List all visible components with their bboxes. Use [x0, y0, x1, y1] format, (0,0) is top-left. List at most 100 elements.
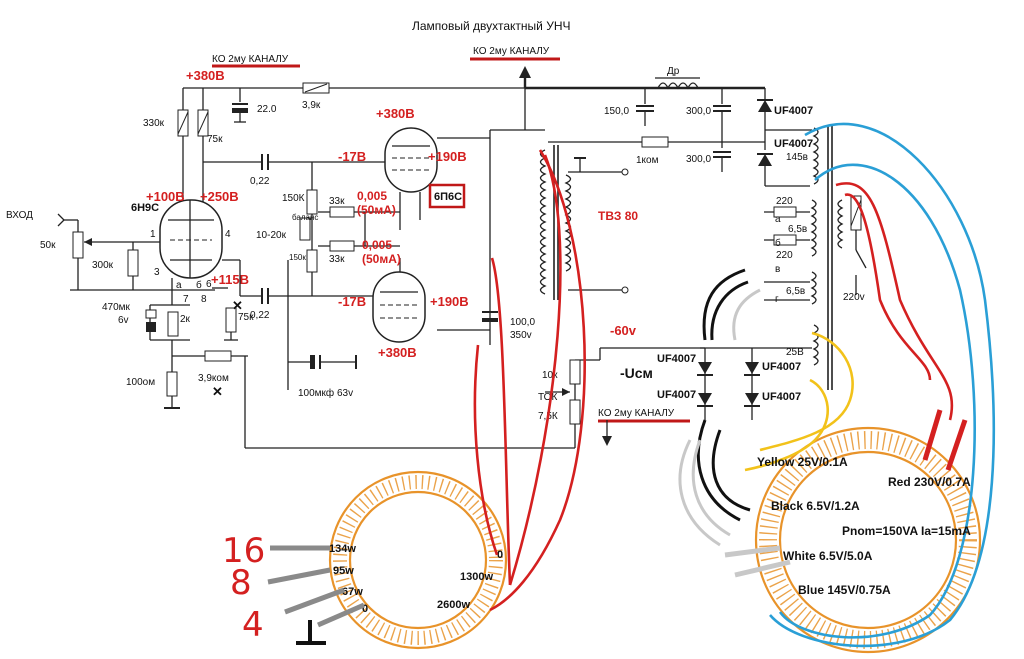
speaker-4-ohm: 4 — [242, 605, 264, 645]
primary-tap-0: 0 — [497, 549, 503, 561]
label-w220a: 220 — [776, 196, 793, 207]
bias-diodes — [600, 347, 760, 420]
heater-windings — [764, 199, 817, 305]
voltage-m17-top: -17В — [338, 149, 366, 164]
label-c22: 22.0 — [257, 104, 277, 115]
tube-6p6s-lower — [372, 258, 426, 343]
label-w65b: 6,5в — [786, 286, 805, 297]
label-pin7: 7 — [183, 294, 189, 305]
cathode-network — [145, 278, 248, 409]
label-usm: -Uсм — [620, 365, 653, 381]
lead-black: Black 6.5V/1.2A — [771, 499, 860, 513]
lead-blue: Blue 145V/0.75A — [798, 583, 891, 597]
label-r150a: 150К — [282, 193, 305, 204]
voltage-b380-top: +380В — [186, 68, 225, 83]
voltage-m60: -60v — [610, 323, 637, 338]
voltage-m17-low: -17В — [338, 294, 366, 309]
label-r300: 300к — [92, 260, 114, 271]
diode-hv-1 — [757, 99, 773, 150]
anode-wires-red — [473, 149, 586, 612]
output-tap-67w: 67w — [342, 586, 363, 598]
output-tap-95w: 95w — [333, 565, 354, 577]
label-r39: 3,9к — [302, 100, 321, 111]
label-r33b: 33к — [329, 254, 345, 265]
output-toroid — [328, 470, 508, 650]
label-r39kom: 3,9ком — [198, 373, 229, 384]
label-pin1: 1 — [150, 229, 156, 240]
label-c300a: 300,0 — [686, 106, 711, 117]
label-d5: UF4007 — [762, 361, 801, 373]
label-c022b: 0,22 — [250, 310, 270, 321]
label-d4: UF4007 — [657, 389, 696, 401]
output-transformer-schematic — [437, 88, 629, 345]
label-pinb: б — [196, 279, 202, 291]
speaker-16-ohm: 16 — [222, 531, 265, 571]
label-pina: а — [176, 280, 182, 291]
potentiometer-50k — [72, 231, 84, 259]
label-c100b: 100,0 — [510, 317, 535, 328]
diagram-title: Ламповый двухтактный УНЧ — [412, 19, 570, 33]
speaker-leads — [267, 545, 365, 645]
primary-tap-1300w: 1300w — [460, 571, 493, 583]
capacitor-300-a — [713, 88, 731, 148]
current-upper-ma: (50мА) — [357, 203, 396, 217]
label-tube2: 6П6С — [434, 191, 462, 203]
toroid-rating: Pnom=150VA Ia=15mA — [842, 524, 971, 538]
label-pin6: 6 — [206, 279, 212, 290]
label-c300b: 300,0 — [686, 154, 711, 165]
bias-winding — [700, 324, 819, 366]
label-pin4: 4 — [225, 229, 231, 240]
capacitor-22 — [232, 103, 248, 123]
label-c470v: 6v — [118, 315, 129, 326]
label-c150: 150,0 — [604, 106, 629, 117]
label-d6: UF4007 — [762, 391, 801, 403]
speaker-8-ohm: 8 — [230, 563, 252, 603]
balance-network — [287, 162, 400, 390]
label-d3: UF4007 — [657, 353, 696, 365]
label-c022a: 0,22 — [250, 176, 270, 187]
label-v145: 145в — [786, 152, 808, 163]
voltage-p115: +115В — [211, 272, 249, 287]
current-upper: 0,005 — [357, 189, 387, 203]
label-r50: 50к — [40, 240, 56, 251]
label-v25: 25В — [786, 347, 804, 358]
label-d2: UF4007 — [774, 138, 813, 150]
label-pin-b: б — [775, 237, 781, 249]
lead-red: Red 230V/0.7A — [888, 475, 971, 489]
label-d1: UF4007 — [774, 105, 813, 117]
voltage-b380-tube: +380В — [376, 106, 415, 121]
label-r1020: 10-20к — [256, 230, 287, 241]
capacitor-150 — [636, 88, 654, 126]
tube-6p6s-upper — [384, 127, 438, 230]
cross-mark-2: ✕ — [212, 384, 223, 399]
voltage-p250: +250В — [200, 189, 239, 204]
supply-rail — [182, 66, 766, 210]
output-tap-0: 0 — [362, 603, 368, 615]
label-choke: Др — [667, 66, 680, 77]
label-pin3: 3 — [154, 267, 160, 278]
label-ot: ТВЗ 80 — [598, 209, 638, 223]
label-r100: 100ом — [126, 377, 155, 388]
diode-hv-2 — [757, 153, 810, 187]
label-c470: 470мк — [102, 302, 131, 313]
output-tap-134w: 134w — [329, 543, 356, 555]
channel-label-top: КО 2му КАНАЛУ — [473, 46, 550, 57]
resistor-1kom — [641, 136, 669, 148]
resistor-300k — [127, 249, 139, 277]
voltage-b380-low: +380В — [378, 345, 417, 360]
label-c100: 100мкф 63v — [298, 387, 353, 399]
label-r1kom: 1ком — [636, 155, 659, 166]
bias-pot — [244, 348, 612, 449]
label-r33a: 33к — [329, 196, 345, 207]
choke — [655, 77, 700, 90]
label-pin-a: а — [775, 214, 781, 225]
voltage-p190-low: +190В — [430, 294, 469, 309]
primary-tap-2600w: 2600w — [437, 599, 470, 611]
label-balance: баланс — [292, 213, 318, 222]
label-tube1: 6Н9С — [131, 202, 159, 214]
input-label: ВХОД — [6, 210, 33, 221]
label-r75: 75к — [207, 134, 223, 145]
channel-label-bottom: КО 2му КАНАЛУ — [598, 408, 675, 419]
tube2-label-box — [428, 183, 466, 209]
